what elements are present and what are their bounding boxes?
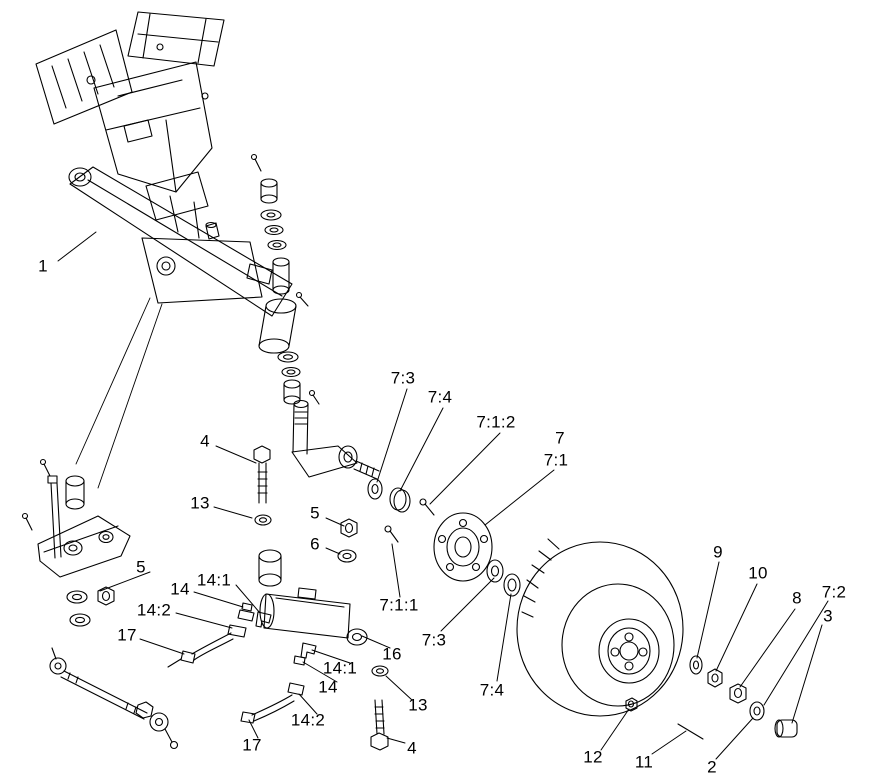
leader-lines: [57, 231, 829, 760]
kingpin-spindle-parts: [250, 153, 380, 480]
tire-and-rim: [516, 538, 704, 740]
axle-end-hardware: [689, 655, 798, 738]
tractor-frame: [35, 11, 225, 489]
axle-beam: [68, 166, 309, 354]
steering-cylinder-assembly: [167, 445, 389, 751]
wheel-hub-assembly: [367, 478, 521, 597]
steering-arm-assembly: [21, 458, 179, 750]
